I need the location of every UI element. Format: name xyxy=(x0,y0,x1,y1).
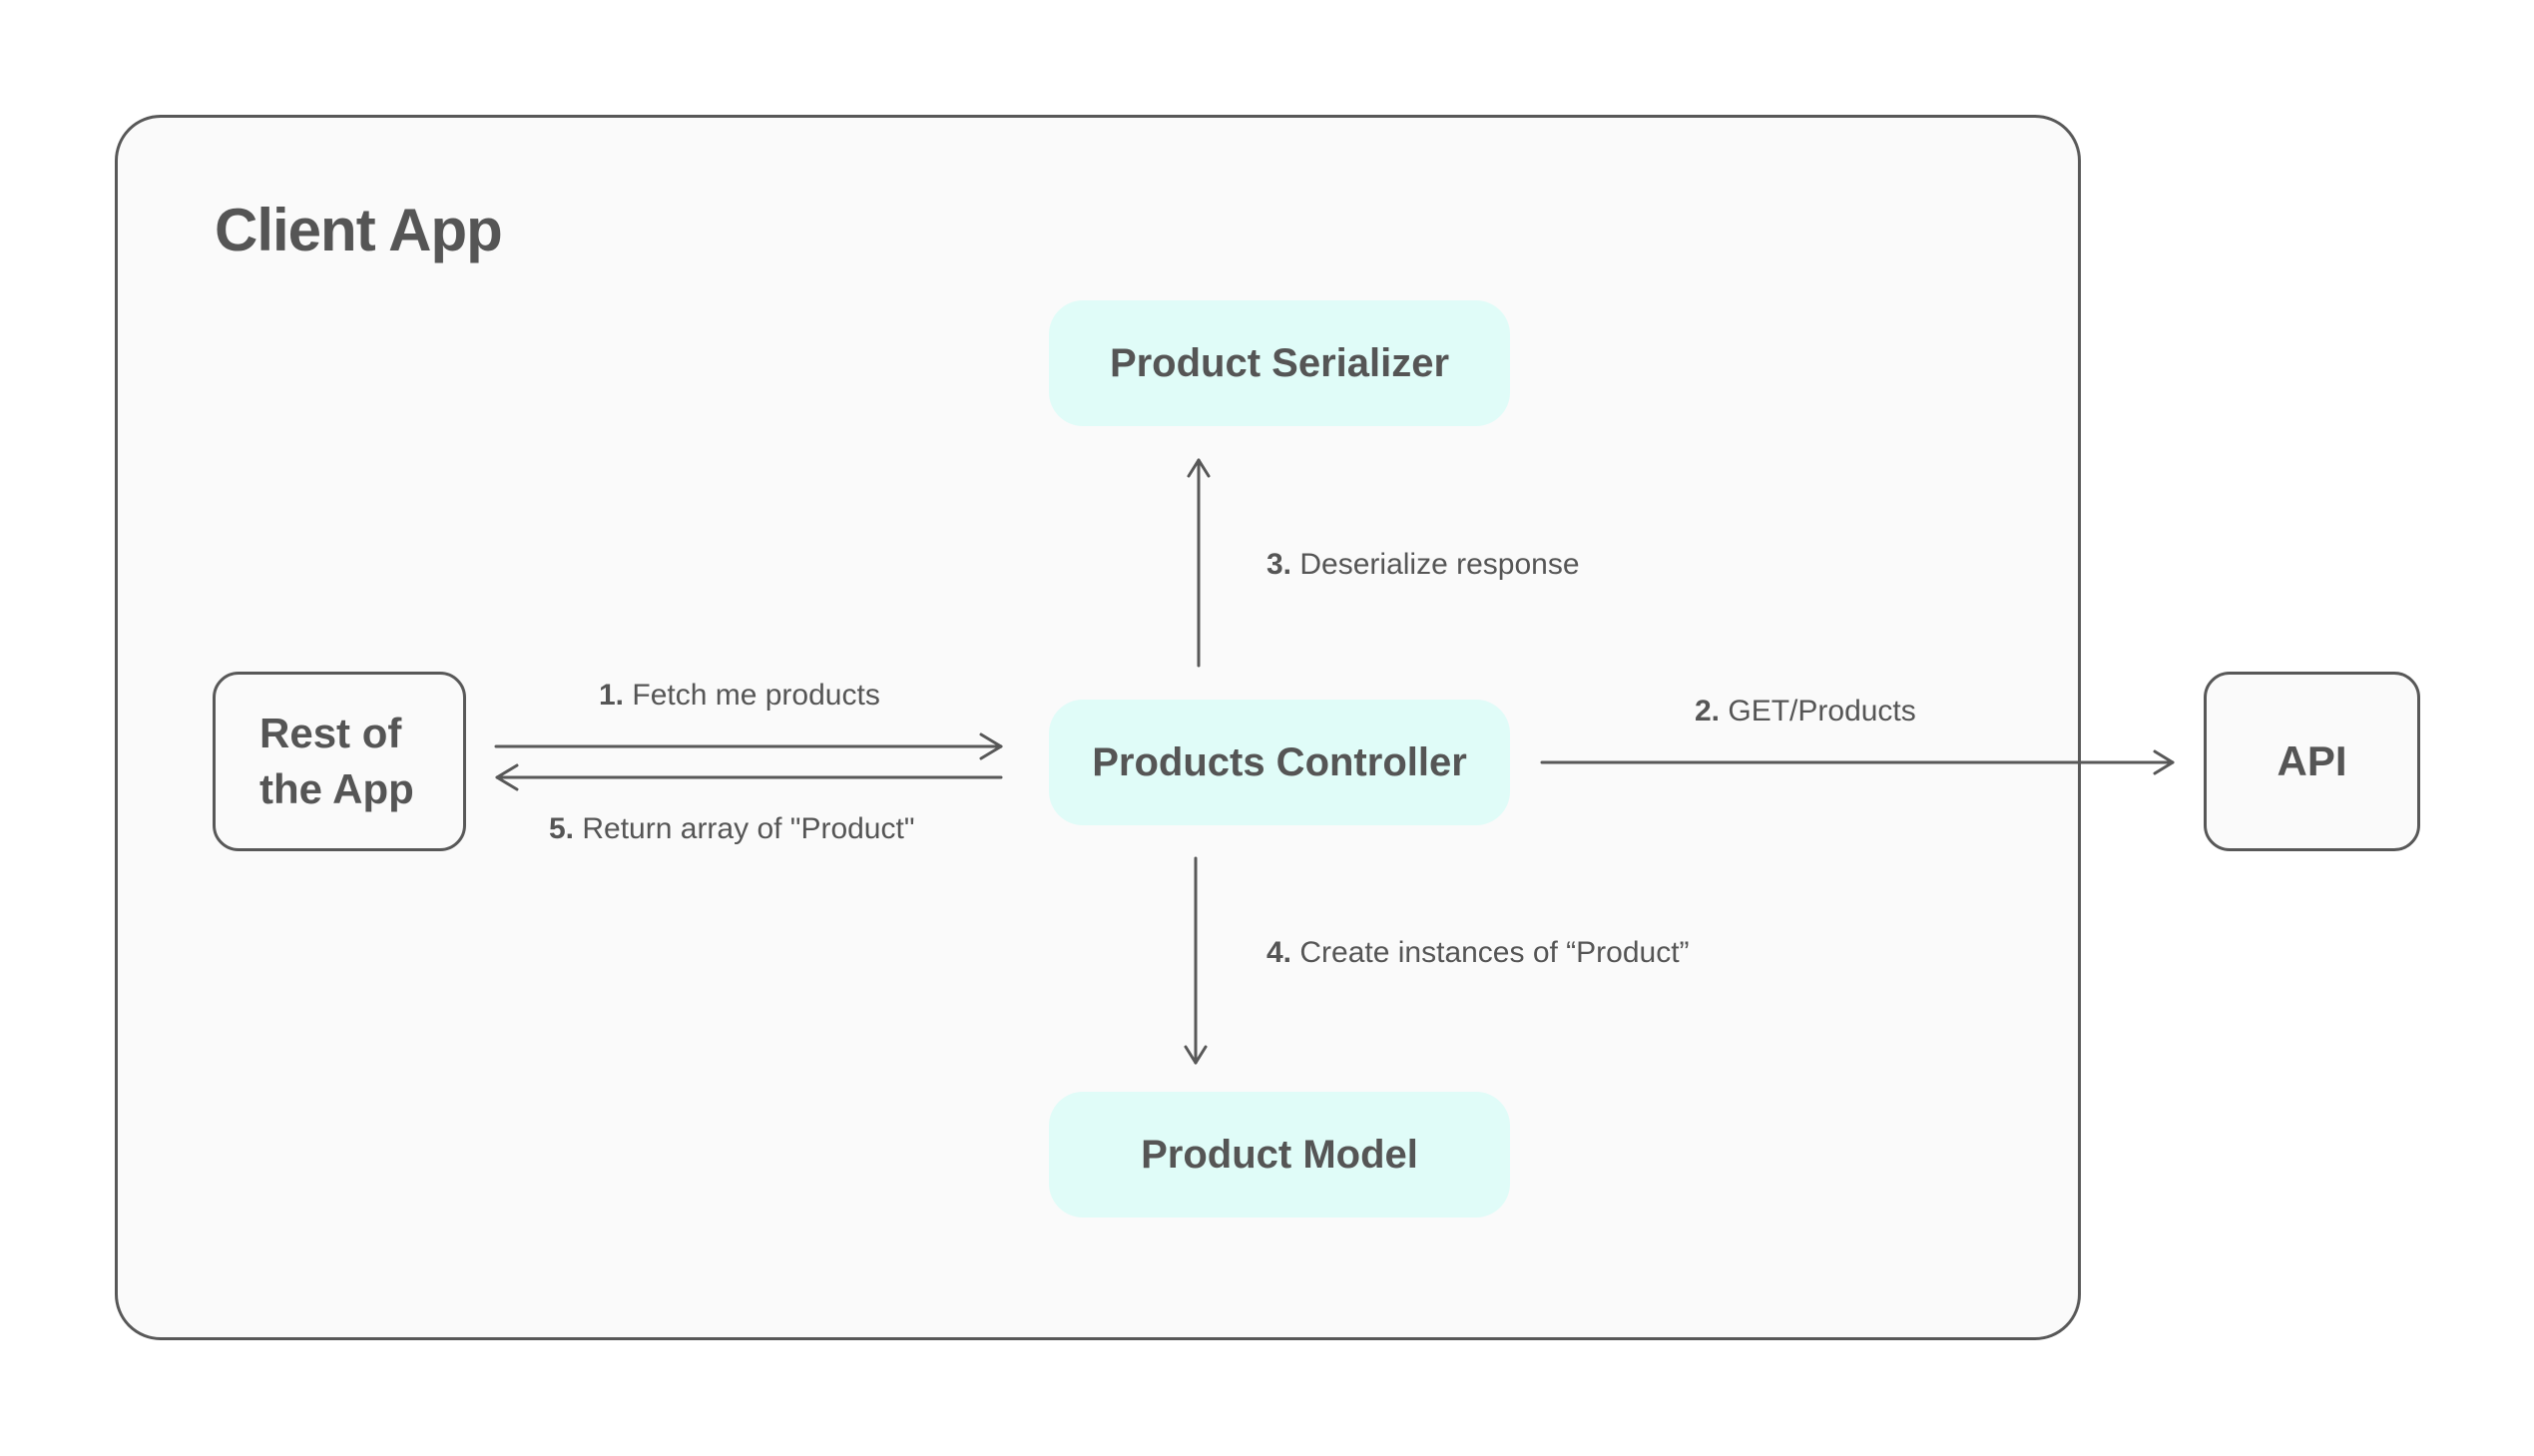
edge-text-3: Deserialize response xyxy=(1299,548,1580,581)
rest-of-app-label-line2: the App xyxy=(259,765,414,812)
edge-step-4: 4. xyxy=(1267,936,1292,969)
edge-step-5: 5. xyxy=(549,812,575,845)
arrow-get-products xyxy=(1540,749,2175,775)
edge-text-1: Fetch me products xyxy=(632,679,880,712)
products-controller-node[interactable]: Products Controller xyxy=(1049,700,1510,825)
product-serializer-node[interactable]: Product Serializer xyxy=(1049,300,1510,426)
edge-text-2: GET/Products xyxy=(1728,695,1916,728)
edge-label-fetch: 1. Fetch me products xyxy=(599,679,880,713)
edge-step-2: 2. xyxy=(1695,695,1721,728)
edge-step-1: 1. xyxy=(599,679,625,712)
rest-of-app-node[interactable]: Rest of the App xyxy=(213,672,466,851)
client-app-title: Client App xyxy=(215,197,503,263)
product-serializer-label: Product Serializer xyxy=(1109,340,1450,385)
arrow-return-products xyxy=(495,763,1003,791)
edge-text-5: Return array of "Product" xyxy=(582,812,915,845)
edge-label-return: 5. Return array of "Product" xyxy=(549,812,914,846)
api-node[interactable]: API xyxy=(2204,672,2420,851)
product-model-label: Product Model xyxy=(1141,1132,1418,1177)
rest-of-app-label-line1: Rest of xyxy=(259,710,402,756)
product-model-node[interactable]: Product Model xyxy=(1049,1092,1510,1217)
edge-step-3: 3. xyxy=(1267,548,1292,581)
edge-label-deserialize: 3. Deserialize response xyxy=(1267,548,1580,582)
edge-text-4: Create instances of “Product” xyxy=(1299,936,1690,969)
edge-label-create: 4. Create instances of “Product” xyxy=(1267,936,1690,970)
api-label: API xyxy=(2277,737,2347,784)
arrow-fetch-products xyxy=(494,732,1003,760)
products-controller-label: Products Controller xyxy=(1092,739,1467,784)
arrow-deserialize xyxy=(1187,458,1211,668)
arrow-create-instances xyxy=(1184,856,1208,1065)
edge-label-get: 2. GET/Products xyxy=(1695,695,1916,728)
